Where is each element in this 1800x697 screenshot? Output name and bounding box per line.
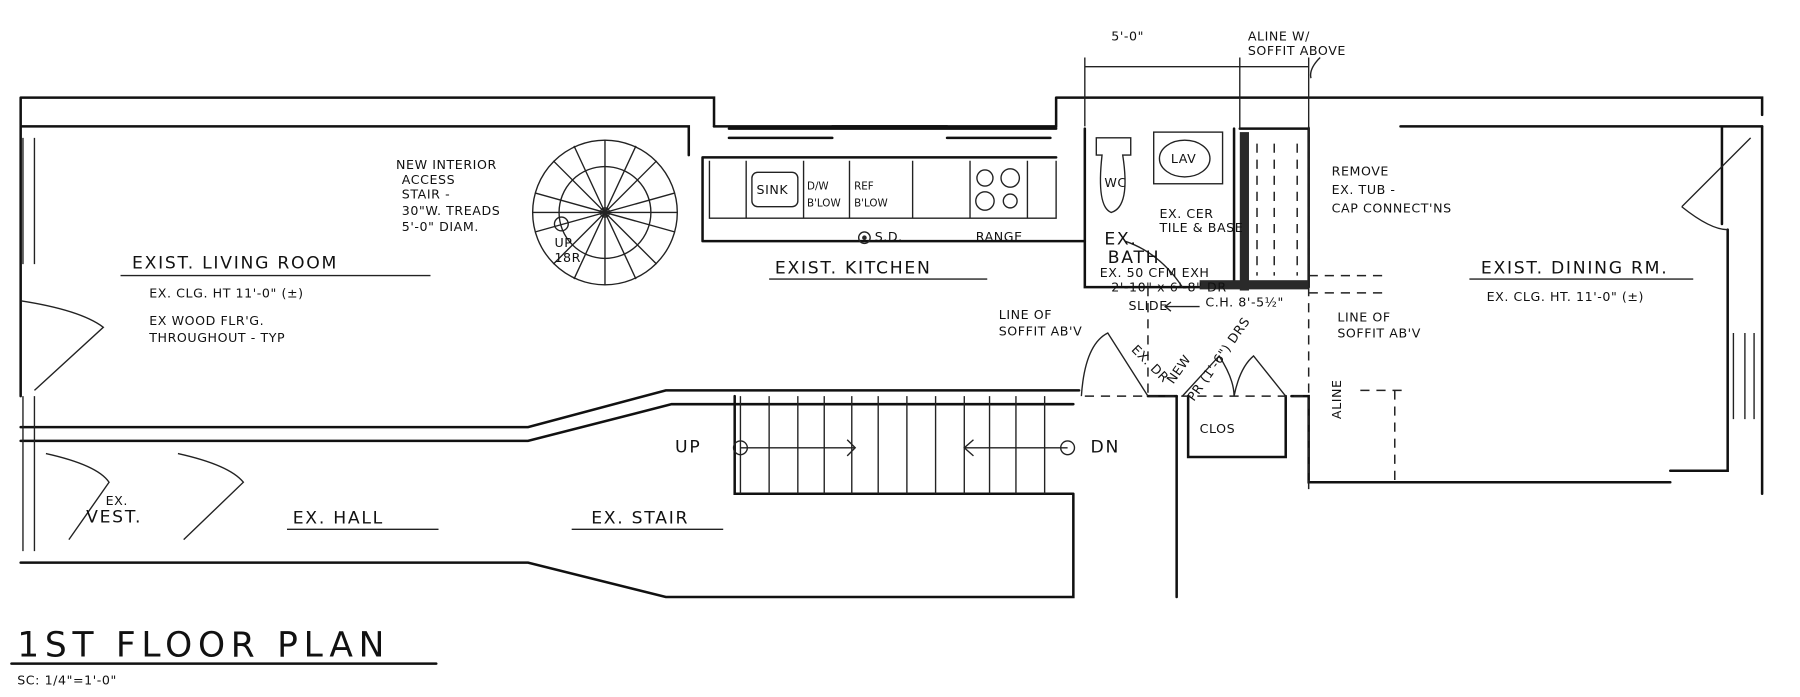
stair-up-label: UP bbox=[675, 437, 701, 457]
up-marker-icon bbox=[553, 216, 569, 232]
aline-note: SOFFIT ABOVE bbox=[1248, 43, 1346, 58]
bath-door-size: 2'-10" x 6'-8" DR bbox=[1111, 280, 1226, 295]
dw-label: D/W bbox=[807, 181, 829, 193]
kitchen-counter bbox=[708, 160, 1057, 245]
sink-label: SINK bbox=[757, 182, 789, 197]
dining-room-title: EXIST. DINING RM. bbox=[1481, 258, 1669, 278]
living-room-title: EXIST. LIVING ROOM bbox=[132, 254, 338, 274]
drawing-title: 1ST FLOOR PLAN bbox=[17, 626, 390, 666]
vestibule-label: VEST. bbox=[86, 507, 142, 527]
remove-tub-note: CAP CONNECT'NS bbox=[1332, 200, 1452, 215]
stair-note: NEW INTERIOR bbox=[396, 157, 497, 172]
soffit-note-left: SOFFIT AB'V bbox=[999, 323, 1083, 338]
ref-label: REF bbox=[854, 181, 874, 193]
lavatory-icon bbox=[1153, 131, 1224, 185]
living-ceiling-height: EX. CLG. HT 11'-0" (±) bbox=[149, 285, 303, 300]
ref-label: B'LOW bbox=[854, 198, 888, 210]
remove-tub-note: EX. TUB - bbox=[1332, 182, 1396, 197]
soffit-note-right: SOFFIT AB'V bbox=[1337, 326, 1421, 341]
stair-note: ACCESS bbox=[402, 172, 455, 187]
dashed-lines bbox=[1084, 126, 1407, 494]
range-burners-icon bbox=[975, 168, 1021, 211]
toilet-icon bbox=[1095, 137, 1132, 214]
straight-stair bbox=[732, 396, 1076, 494]
exhaust-note: EX. 50 CFM EXH bbox=[1100, 265, 1210, 280]
dining-ceiling-height: EX. CLG. HT. 11'-0" (±) bbox=[1487, 289, 1644, 304]
bath-wall-poche bbox=[1199, 280, 1309, 290]
sink-icon bbox=[751, 171, 799, 208]
spiral-risers: 18R bbox=[554, 250, 581, 265]
soffit-note-right: LINE OF bbox=[1337, 310, 1390, 325]
hall-label: EX. HALL bbox=[293, 509, 384, 529]
aline-note: ALINE W/ bbox=[1248, 28, 1310, 43]
living-floor-note: THROUGHOUT - TYP bbox=[148, 330, 285, 345]
slide-note: SLIDE bbox=[1128, 298, 1167, 313]
aline-vertical-note: ALINE bbox=[1329, 379, 1344, 419]
stair-note: 30"W. TREADS bbox=[402, 203, 501, 218]
spiral-up: UP bbox=[554, 235, 572, 250]
sd-label: S.D. bbox=[875, 229, 903, 244]
stair-note: 5'-0" DIAM. bbox=[402, 219, 479, 234]
closet-label: CLOS bbox=[1200, 421, 1236, 436]
dim-5ft: 5'-0" bbox=[1111, 28, 1144, 43]
remove-tub-note: REMOVE bbox=[1332, 164, 1389, 179]
stair-down-label: DN bbox=[1091, 437, 1121, 457]
tile-note: EX. CER bbox=[1159, 206, 1213, 221]
kitchen-title: EXIST. KITCHEN bbox=[775, 258, 932, 278]
wc-label: WC bbox=[1104, 175, 1126, 190]
lav-label: LAV bbox=[1171, 151, 1196, 166]
dw-label: B'LOW bbox=[807, 198, 841, 210]
dimension-lines bbox=[1084, 57, 1321, 288]
vestibule-label: EX. bbox=[106, 493, 128, 508]
doors bbox=[20, 137, 1752, 541]
living-floor-note: EX WOOD FLR'G. bbox=[149, 313, 264, 328]
stair-note: STAIR - bbox=[402, 187, 450, 202]
tile-note: TILE & BASE bbox=[1158, 220, 1243, 235]
spiral-stair bbox=[531, 139, 678, 286]
ceiling-height-note: C.H. 8'-5½" bbox=[1205, 295, 1284, 310]
soffit-note-left: LINE OF bbox=[999, 307, 1052, 322]
stair-label: EX. STAIR bbox=[591, 509, 689, 529]
bath-fixtures bbox=[1095, 131, 1224, 214]
drawing-scale: SC: 1/4"=1'-0" bbox=[17, 672, 117, 687]
new-doors-label: PR (1'-6") DRS bbox=[1184, 314, 1253, 403]
walls bbox=[19, 96, 1764, 599]
bath-title: EX. bbox=[1104, 230, 1137, 250]
bath-wall-poche bbox=[1239, 132, 1249, 291]
smoke-detector-icon bbox=[857, 231, 871, 245]
bath-title: BATH bbox=[1108, 248, 1161, 268]
range-label: RANGE bbox=[976, 229, 1023, 244]
